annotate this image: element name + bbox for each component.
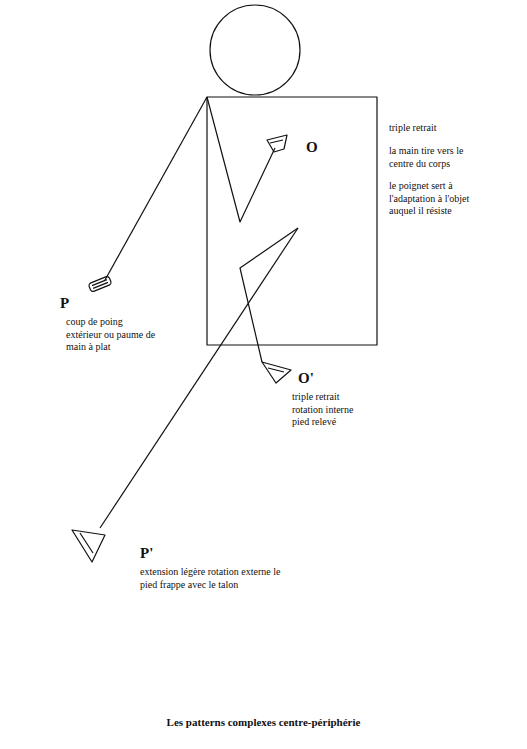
note-text: le poignet sert à l'adaptation à l'objet… — [389, 180, 489, 218]
point-letter: P — [60, 296, 90, 311]
hand-p — [88, 276, 112, 293]
foot-o-prime — [262, 362, 291, 383]
note-text: extension légère rotation externe le pie… — [140, 566, 300, 591]
figure-caption: Les patterns complexes centre-périphérie — [0, 716, 527, 728]
right-arm — [207, 97, 275, 222]
point-letter: P' — [140, 546, 170, 561]
straight-leg — [100, 228, 298, 528]
point-letter: O' — [298, 371, 328, 386]
left-arm — [105, 97, 207, 280]
note-text: la main tire vers le centre du corps — [389, 145, 469, 170]
note-text: triple retrait rotation interne pied rel… — [292, 391, 372, 429]
foot-p-prime — [72, 530, 105, 562]
note-text: coup de poing extérieur ou paume de main… — [66, 316, 156, 354]
hand-o — [267, 135, 287, 152]
bent-leg — [240, 228, 298, 362]
head-circle — [210, 5, 300, 95]
note-text: triple retrait — [389, 122, 509, 135]
point-letter: O — [306, 140, 336, 155]
trunk-box — [207, 97, 377, 345]
